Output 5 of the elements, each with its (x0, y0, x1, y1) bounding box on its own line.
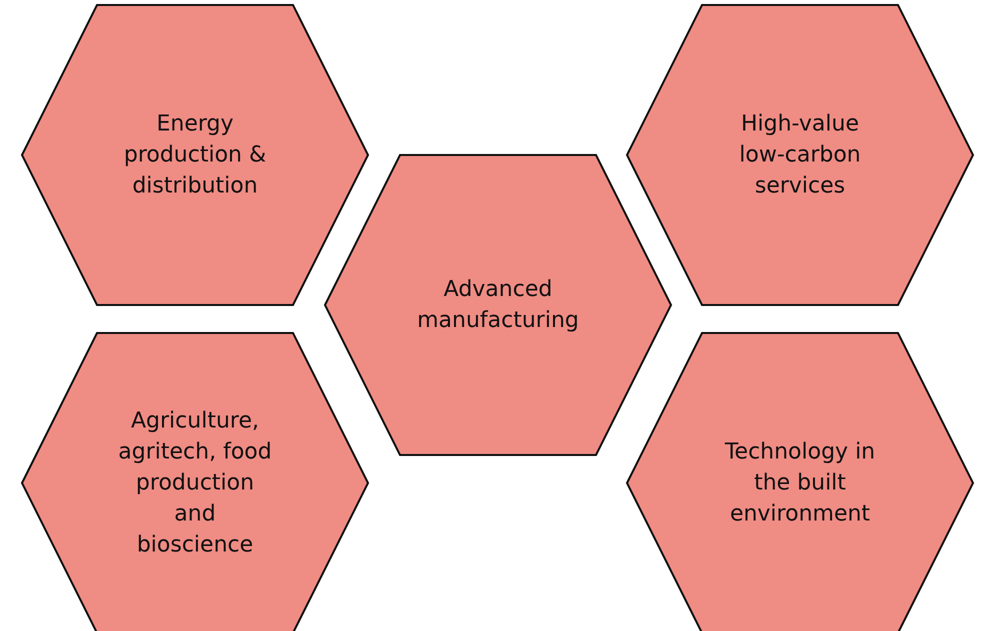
hexagon-label: Technology in the built environment (724, 438, 876, 528)
hexagon-label: Agriculture, agritech, food production and bioscience (117, 408, 273, 560)
hexagon-label: High-value low-carbon services (738, 110, 862, 200)
hexagon-label: Advanced manufacturing (416, 276, 580, 335)
hexagon-label: Energy production & distribution (122, 110, 268, 200)
